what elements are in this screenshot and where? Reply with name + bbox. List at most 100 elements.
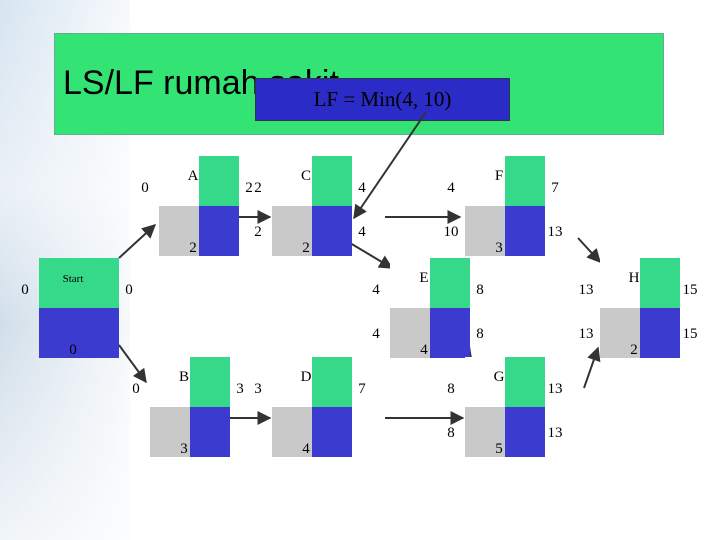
node-quadrant-bl [600,308,640,358]
node-es: 4 [372,282,380,298]
node-quadrant-tl [272,357,312,407]
node-quadrant-br [199,206,239,256]
node-quadrant-bl [159,206,199,256]
node-quadrant-br [430,308,470,358]
node-es: 0 [132,381,140,397]
node-ef: 2 [245,180,253,196]
node-duration: 2 [630,342,638,358]
node-ls: 10 [444,224,459,240]
node-es: 13 [579,282,594,298]
node-quadrant-bl [465,206,505,256]
node-ef: 7 [551,180,559,196]
node-f: F 4 7 10 13 3 [444,156,563,256]
node-ef: 15 [683,282,698,298]
node-start: Start 0 0 0 [21,258,133,358]
node-lf: 13 [548,224,563,240]
node-name: E [419,270,428,286]
node-es: 3 [254,381,262,397]
node-quadrant-bl [272,206,312,256]
node-name: H [629,270,640,286]
node-duration: 3 [180,441,188,457]
node-quadrant-tl [465,156,505,206]
node-lf: 13 [548,425,563,441]
node-ef: 7 [358,381,366,397]
node-name: F [495,168,503,184]
edge-g-h [583,346,601,389]
node-quadrant-br [190,407,230,457]
node-es: 4 [447,180,455,196]
node-duration: 3 [495,240,503,256]
node-name: A [188,168,199,184]
edge-start-a [118,224,157,259]
node-quadrant-tr [312,156,352,206]
edge-callout [353,111,427,220]
node-name: B [179,369,189,385]
node-quadrant-tr [190,357,230,407]
node-e: E 4 8 4 8 4 [372,258,484,358]
node-quadrant-bl [390,308,430,358]
callout-box: LF = Min(4, 10) [255,78,510,121]
edge-f-h [577,237,601,264]
node-g: G 8 13 8 13 5 [447,357,563,457]
node-quadrant-tl [39,258,79,308]
node-es: 2 [254,180,262,196]
node-name: D [301,369,312,385]
node-c: C 2 4 2 4 2 [254,156,366,256]
node-name: C [301,168,311,184]
node-quadrant-tr [199,156,239,206]
node-ef: 0 [125,282,133,298]
node-ef: 8 [476,282,484,298]
edge-c-e [344,239,394,269]
node-quadrant-tr [640,258,680,308]
node-name: Start [63,273,84,285]
node-name: G [494,369,505,385]
node-quadrant-br [312,206,352,256]
node-quadrant-tl [390,258,430,308]
node-ls: 13 [579,326,594,342]
node-quadrant-bl [39,308,79,358]
node-b: B 0 3 3 [132,357,244,457]
node-duration: 4 [302,441,310,457]
node-lf: 8 [476,326,484,342]
node-a: A 0 2 2 [141,156,253,256]
node-ls: 4 [372,326,380,342]
node-ef: 13 [548,381,563,397]
node-d: D 3 7 4 [254,357,366,457]
node-duration: 2 [302,240,310,256]
node-quadrant-tr [505,357,545,407]
node-ef: 4 [358,180,366,196]
node-lf: 4 [358,224,366,240]
edge-start-b [118,344,147,384]
node-ef: 3 [236,381,244,397]
node-duration: 2 [189,240,197,256]
node-quadrant-br [79,308,119,358]
node-quadrant-tr [79,258,119,308]
node-es: 8 [447,381,455,397]
node-quadrant-br [312,407,352,457]
node-quadrant-tl [600,258,640,308]
node-es: 0 [141,180,149,196]
node-ls: 8 [447,425,455,441]
node-quadrant-br [640,308,680,358]
node-ls: 2 [254,224,262,240]
node-quadrant-tl [150,357,190,407]
node-quadrant-tl [159,156,199,206]
node-quadrant-tr [505,156,545,206]
node-duration: 5 [495,441,503,457]
node-lf: 15 [683,326,698,342]
node-quadrant-bl [150,407,190,457]
node-duration: 0 [69,342,77,358]
node-quadrant-tr [312,357,352,407]
node-quadrant-bl [272,407,312,457]
node-quadrant-bl [465,407,505,457]
node-quadrant-br [505,206,545,256]
node-h: H 13 15 13 15 2 [579,258,698,358]
node-es: 0 [21,282,29,298]
node-duration: 4 [420,342,428,358]
node-quadrant-tl [272,156,312,206]
node-quadrant-tl [465,357,505,407]
node-quadrant-br [505,407,545,457]
node-quadrant-tr [430,258,470,308]
